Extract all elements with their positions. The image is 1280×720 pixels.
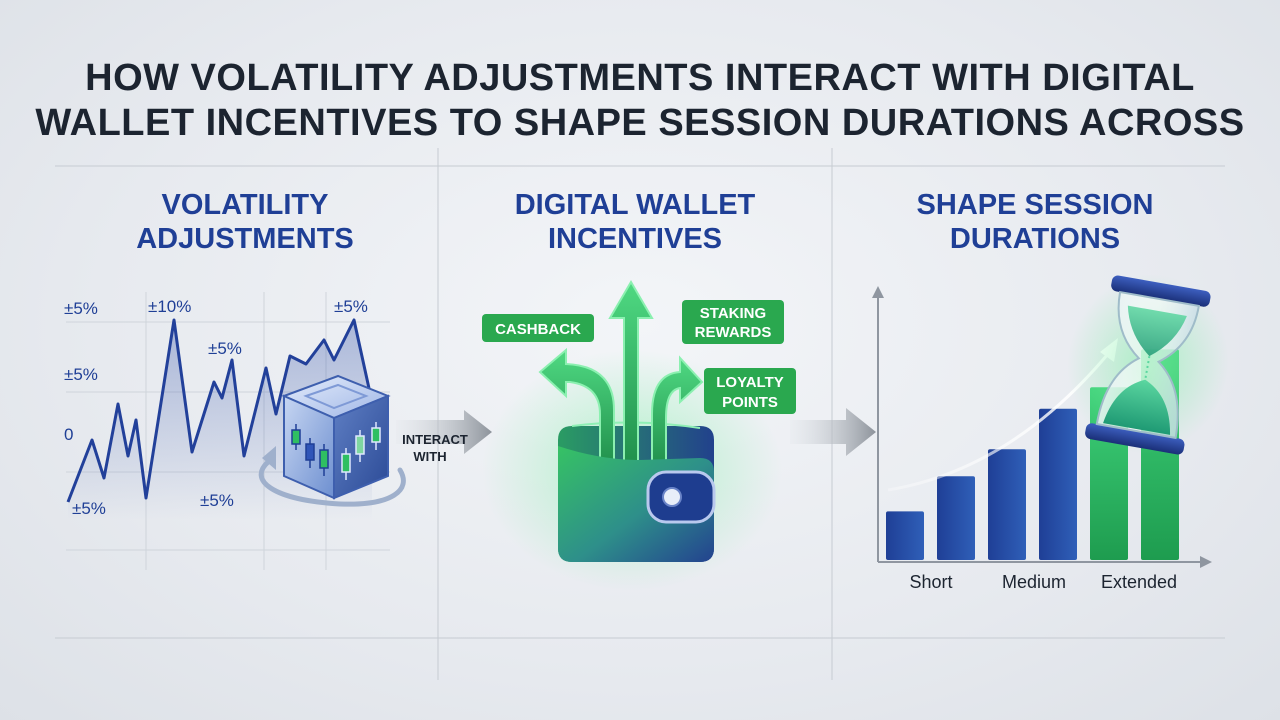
volatility-label: ±10%	[148, 297, 191, 316]
volatility-heading-line2: ADJUSTMENTS	[136, 223, 354, 255]
volatility-label: ±5%	[64, 299, 98, 318]
chip-loyalty-line1: LOYALTY	[716, 374, 784, 391]
connector-arrow-2	[790, 408, 876, 456]
volatility-heading: VOLATILITY ADJUSTMENTS	[60, 188, 430, 256]
layout-grid	[55, 148, 1225, 680]
volatility-line	[66, 318, 374, 503]
incentive-arrows	[538, 280, 704, 471]
session-bar	[937, 476, 975, 560]
volatility-label: ±5%	[208, 339, 242, 358]
session-bar	[988, 449, 1026, 560]
chip-loyalty-points: LOYALTY POINTS	[704, 368, 796, 414]
chip-staking-line2: REWARDS	[695, 324, 772, 341]
candlestick-cube-icon	[258, 374, 406, 507]
arrow-right-curve-icon	[651, 355, 704, 471]
chip-staking-line1: STAKING	[700, 305, 766, 322]
wallet-clasp-icon	[662, 487, 682, 507]
chip-loyalty-line2: POINTS	[722, 394, 778, 411]
main-title-line2: WALLET INCENTIVES TO SHAPE SESSION DURAT…	[35, 102, 1245, 144]
session-x-label: Short	[909, 572, 952, 592]
chip-cashback-label: CASHBACK	[495, 321, 581, 338]
connector-arrow-1: INTERACT WITH	[396, 410, 492, 464]
wallet-heading-line2: INCENTIVES	[547, 223, 723, 255]
main-title-line1: HOW VOLATILITY ADJUSTMENTS INTERACT WITH…	[85, 57, 1195, 99]
volatility-label: ±5%	[200, 491, 234, 510]
session-x-label: Medium	[1002, 572, 1066, 592]
arrow-left-curve-icon	[538, 347, 615, 471]
connector-label-line2: WITH	[413, 449, 446, 464]
volatility-heading-line1: VOLATILITY	[161, 189, 329, 221]
chip-cashback: CASHBACK	[482, 314, 594, 342]
session-bar	[886, 511, 924, 560]
wallet-heading-line1: DIGITAL WALLET	[514, 189, 756, 221]
volatility-label: ±5%	[72, 499, 106, 518]
session-chart: Short Medium Extended	[872, 286, 1212, 592]
hourglass-icon	[1067, 274, 1229, 455]
arrow-up-icon	[608, 280, 654, 471]
session-heading-line1: SHAPE SESSION	[916, 189, 1154, 221]
session-bar	[1039, 408, 1077, 560]
volatility-label: 0	[64, 425, 73, 444]
main-title: HOW VOLATILITY ADJUSTMENTS INTERACT WITH…	[0, 56, 1280, 146]
chip-staking-rewards: STAKING REWARDS	[682, 300, 784, 344]
session-heading: SHAPE SESSION DURATIONS	[850, 188, 1220, 256]
session-x-label: Extended	[1101, 572, 1177, 592]
volatility-label: ±5%	[334, 297, 368, 316]
connector-label-line1: INTERACT	[402, 432, 468, 447]
wallet-front	[558, 446, 716, 562]
volatility-label: ±5%	[64, 365, 98, 384]
session-heading-line2: DURATIONS	[949, 223, 1121, 255]
wallet-heading: DIGITAL WALLET INCENTIVES	[450, 188, 820, 256]
